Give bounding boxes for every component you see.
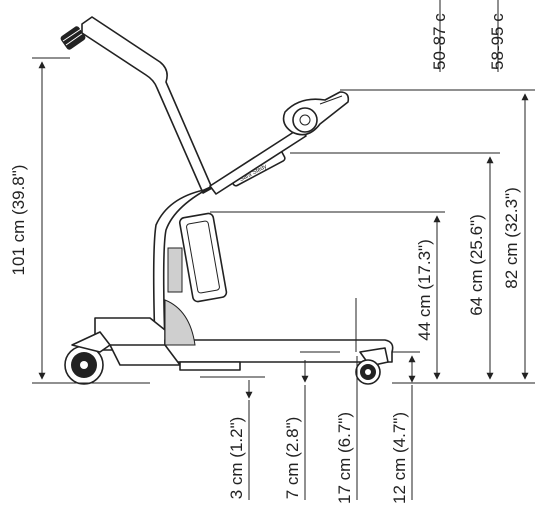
- top-label-1: 50-87 c: [430, 13, 449, 70]
- seat-height-label: 44 cm (17.3"): [415, 239, 434, 340]
- arm-support-tube: [209, 127, 307, 195]
- front-height-label: 17 cm (6.7"): [335, 412, 354, 504]
- dimension-lines: [32, 0, 535, 500]
- knee-pad-height-label: 82 cm (32.3"): [502, 187, 521, 288]
- rear-wheel: [64, 331, 111, 385]
- rear-height-label: 12 cm (4.7"): [390, 412, 409, 504]
- dimension-labels: 101 cm (39.8") 50-87 c 58-95 c 82 cm (32…: [9, 13, 521, 504]
- arm-support-height-label: 64 cm (25.6"): [467, 214, 486, 315]
- knee-pad-assembly: [282, 91, 350, 136]
- seat-pad: [178, 212, 228, 303]
- lift-cylinder: [167, 247, 183, 293]
- total-height-label: 101 cm (39.8"): [9, 165, 28, 276]
- footplate-height-label: 7 cm (2.8"): [283, 417, 302, 500]
- main-column: [81, 16, 213, 194]
- top-label-2: 58-95 c: [488, 13, 507, 70]
- base-frame: [94, 299, 394, 371]
- front-caster: [355, 347, 389, 385]
- stander-device-illustration: Sara Stedy: [60, 16, 394, 385]
- ground-clearance-label: 3 cm (1.2"): [227, 417, 246, 500]
